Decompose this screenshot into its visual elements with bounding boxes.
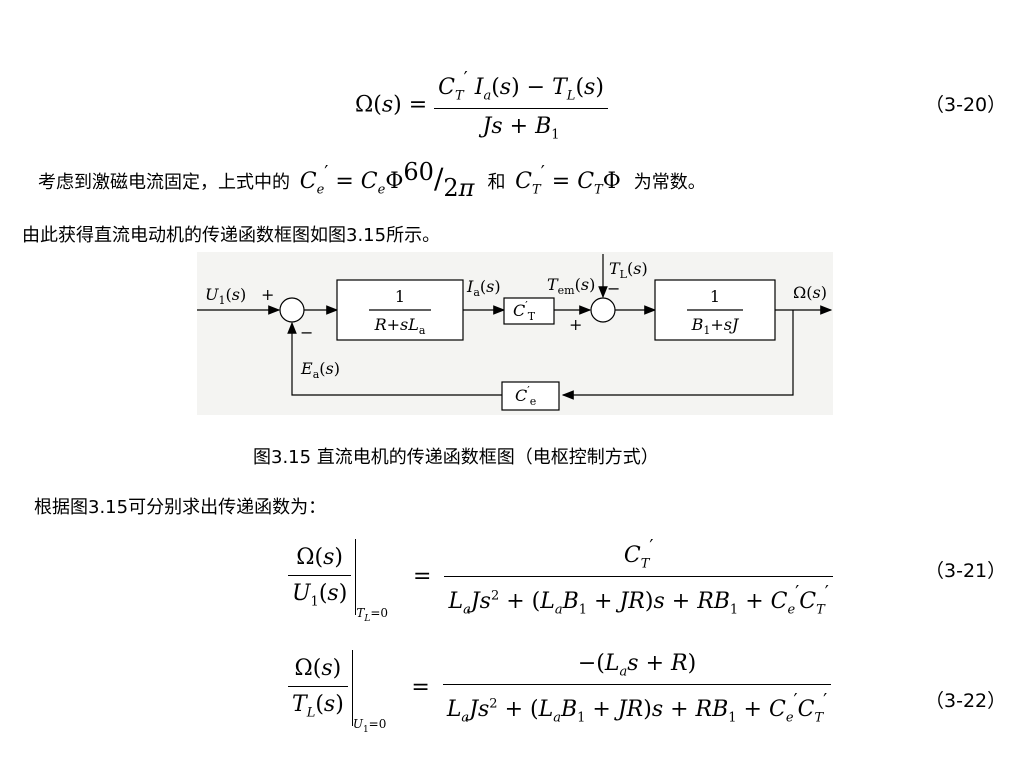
emf-label: Ea(s) [300, 359, 340, 381]
current-label: Ia(s) [466, 277, 501, 299]
text-line1-and: 和 [487, 172, 506, 193]
feedback-path-right [561, 310, 794, 400]
math-ct-prime: CT′ = CTΦ [515, 162, 621, 198]
sum2-minus: − [607, 279, 620, 298]
math-ce-prime: Ce′ = CeΦ60∕2π [299, 158, 475, 202]
equation-3-22-label: （3-22） [925, 690, 1007, 712]
mechanical-block-num: 1 [710, 287, 720, 306]
equation-3-20-label: （3-20） [925, 94, 1007, 116]
block-diagram-svg: U1(s) + − 1 R+sLa Ia(s) C′T Tem(s) + − T… [197, 254, 833, 411]
torque-gain-block [503, 297, 555, 325]
equation-3-21-label: （3-21） [925, 560, 1007, 582]
sum1-plus: + [261, 285, 274, 304]
text-line-constants: 考虑到激磁电流固定，上式中的 Ce′ = CeΦ60∕2π 和 CT′ = CT… [38, 158, 706, 202]
equation-3-21: Ω(s) U1(s) TL=0 = CT′ LaJs2 + (LaB1 + JR… [288, 536, 833, 624]
text-line1-prefix: 考虑到激磁电流固定，上式中的 [38, 172, 290, 193]
equation-3-22: Ω(s) TL(s) U1=0 = −(Las + R) LaJs2 + (La… [288, 650, 832, 735]
sum1-minus: − [300, 323, 313, 342]
block-diagram: U1(s) + − 1 R+sLa Ia(s) C′T Tem(s) + − T… [197, 252, 833, 415]
summing-junction-2 [590, 297, 616, 323]
text-line-diagram-intro: 由此获得直流电动机的传递函数框图如图3.15所示。 [22, 225, 441, 246]
feedback-gain-block [501, 381, 560, 411]
text-line1-suffix: 为常数。 [633, 172, 706, 193]
sum2-plus: + [569, 315, 582, 334]
armature-block-den: R+sLa [374, 315, 426, 337]
input-label: U1(s) [205, 285, 246, 307]
feedback-path-left [287, 321, 502, 396]
text-line-transfer-intro: 根据图3.15可分别求出传递函数为： [34, 497, 327, 518]
equation-3-20: Ω(s) = CT′ Ia(s) − TL(s) Js + B1 [355, 68, 608, 143]
torque-label: Tem(s) [547, 275, 595, 297]
output-label: Ω(s) [793, 283, 827, 302]
armature-block-num: 1 [395, 287, 405, 306]
figure-caption: 图3.15 直流电机的传递函数框图（电枢控制方式） [253, 447, 659, 468]
mechanical-block-den: B1+sJ [691, 315, 740, 337]
summing-junction-1 [279, 297, 305, 323]
load-torque-label: TL(s) [609, 259, 648, 281]
